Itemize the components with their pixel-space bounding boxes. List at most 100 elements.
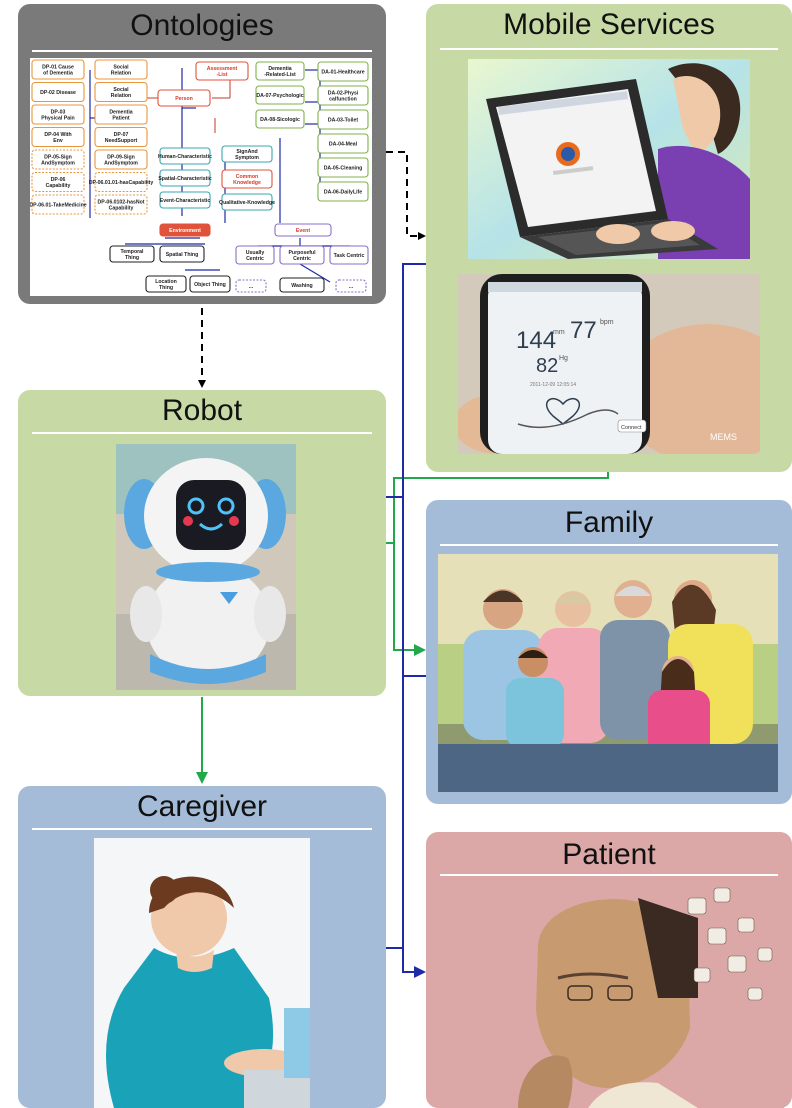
- ontology-node: DA-01-Healthcare: [317, 61, 369, 82]
- ontology-node-label: DA-01-Healthcare: [321, 70, 364, 76]
- ontology-node-label: Dementia-Related-List: [264, 66, 296, 78]
- phone-value-3: 82: [536, 355, 558, 377]
- ontology-node-label: Spatial Thing: [166, 252, 199, 258]
- ontology-node: Spatial-Characteristic: [158, 169, 212, 187]
- ontology-node: DA-08-Sicologic: [255, 109, 305, 129]
- arrow-green-family: [393, 472, 609, 656]
- phone-unit-2: bpm: [600, 319, 614, 326]
- ontology-node: Dementia-Related-List: [255, 61, 305, 81]
- phone-connect-button: Connect: [621, 425, 642, 431]
- phone-unit-3: Hg: [559, 355, 568, 362]
- ontology-node-label: Washing: [291, 283, 312, 289]
- ontology-node: DA-07-Psychologic: [255, 85, 305, 105]
- ontologies-panel: Ontologies: [18, 4, 386, 304]
- ontology-node-label: Task Centric: [334, 253, 365, 259]
- ontology-node: Event: [274, 223, 332, 237]
- ontology-node: Qualitative-Knowledge: [219, 193, 275, 211]
- robot-panel: Robot: [18, 390, 386, 696]
- ontology-node-label: DP-06.01.01-hasCapability: [89, 180, 154, 186]
- mobile-services-panel: Mobile Services: [426, 4, 792, 472]
- family-photo: [438, 554, 778, 792]
- ontology-node: DA-06-DailyLife: [317, 181, 369, 202]
- caregiver-title: Caregiver: [136, 790, 268, 823]
- phone-date: 2011-12-09 12:05:14: [530, 382, 576, 388]
- arrow-blue-bus: [402, 263, 426, 978]
- patient-puzzle-image: [458, 878, 784, 1108]
- ontology-node-label: ...: [349, 284, 354, 290]
- ontology-node-label: DA-04-Meal: [329, 142, 358, 148]
- ontology-node: Human-Characteristic: [158, 147, 212, 165]
- phone-unit-1: mm: [553, 329, 565, 336]
- family-title: Family: [564, 506, 654, 539]
- ontology-node-label: DA-07-Psychologic: [256, 93, 303, 99]
- ontology-node: DA-03-Toilet: [317, 109, 369, 130]
- ontology-node-label: Human-Characteristic: [158, 154, 212, 160]
- caregiver-photo: [94, 838, 310, 1108]
- ontology-node: Assessment-List: [195, 61, 249, 81]
- ontology-node-label: Spatial-Characteristic: [158, 176, 211, 182]
- mems-watermark: MEMS: [710, 432, 737, 442]
- phone-value-2: 77: [570, 317, 597, 344]
- ontology-node-label: Event-Characteristic: [160, 198, 211, 204]
- phone-value-1: 144: [516, 327, 556, 354]
- ontology-node-label: Qualitative-Knowledge: [219, 200, 275, 206]
- ontology-node-label: Person: [175, 96, 193, 102]
- ontology-node-label: Event: [296, 228, 310, 234]
- ontology-node: Object Thing: [189, 275, 231, 293]
- arrow-ontologies-mobile: [386, 151, 426, 240]
- ontology-node: DA-04-Meal: [317, 133, 369, 154]
- ontology-node-label: DA-05-Cleaning: [324, 166, 363, 172]
- ontology-node-label: Environment: [169, 228, 201, 234]
- ontology-node-label: DP-02 Disease: [40, 90, 76, 96]
- robot-image: [116, 444, 296, 690]
- ontology-node: ...: [335, 279, 367, 293]
- ontology-node: Person: [157, 89, 211, 107]
- ontology-node: Task Centric: [329, 245, 369, 265]
- robot-title: Robot: [161, 394, 243, 427]
- ontology-node: Spatial Thing: [159, 245, 205, 263]
- patient-title: Patient: [562, 838, 656, 871]
- patient-panel: Patient: [426, 832, 792, 1108]
- phone-health-app-image: 144 mm 77 bpm 82 Hg 2011-12-09 12:05:14 …: [458, 274, 760, 454]
- ontology-node: Event-Characteristic: [159, 191, 211, 209]
- ontology-node: ...: [235, 279, 267, 293]
- ontology-node: DA-05-Cleaning: [317, 157, 369, 178]
- ontology-node-label: DP-06.01-TakeMedicine: [30, 203, 87, 209]
- ontologies-title: Ontologies: [130, 9, 274, 42]
- mobile-services-title: Mobile Services: [503, 8, 715, 41]
- ontology-node: DP-02 Disease: [31, 81, 85, 103]
